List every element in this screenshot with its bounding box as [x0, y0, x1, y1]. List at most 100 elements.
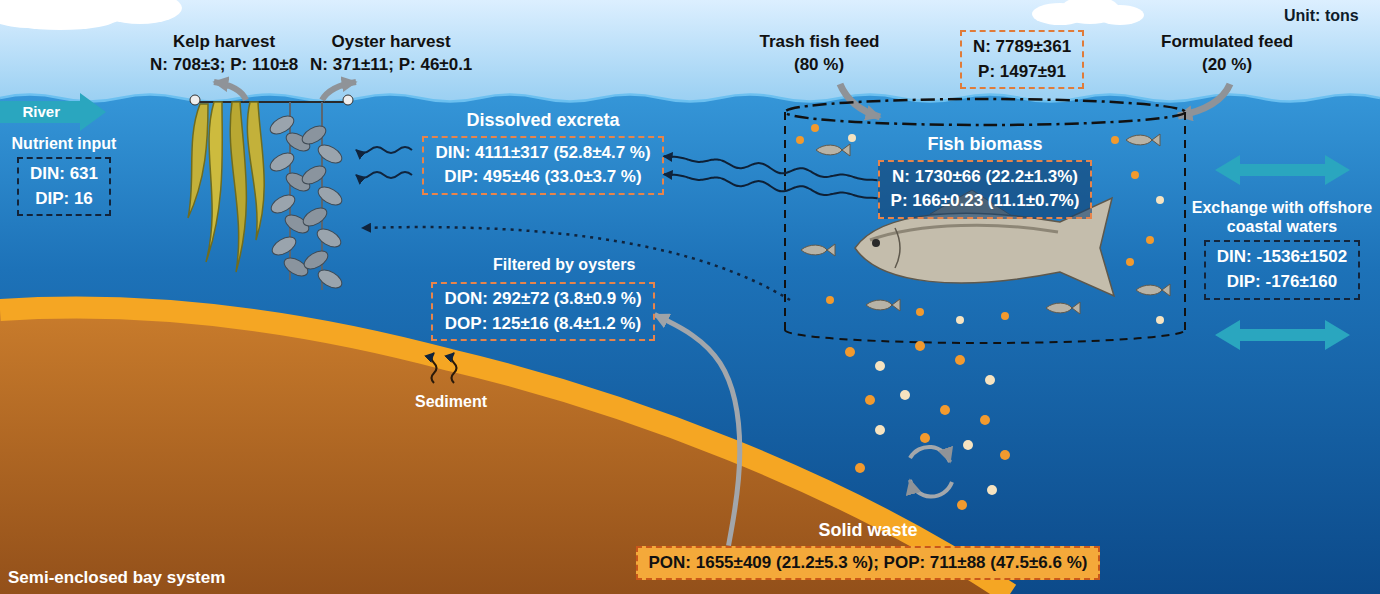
- pellet: [900, 390, 910, 400]
- feed-input-box: N: 7789±361P: 1497±91: [959, 30, 1085, 89]
- sediment-squiggle: [432, 353, 437, 383]
- pellet: [955, 355, 965, 365]
- small-fish: [801, 244, 835, 256]
- box-heading: Nutrient input: [11, 134, 117, 153]
- pellet: [980, 415, 990, 425]
- pellet: [848, 134, 856, 142]
- value-text: DIP: 16: [30, 187, 98, 212]
- buoy: [190, 95, 200, 105]
- water-surface: [0, 95, 1380, 102]
- uptake-squiggle: [356, 172, 412, 178]
- harvest-value: N: 708±3; P: 110±8: [150, 55, 300, 75]
- fish-eye: [872, 239, 880, 247]
- feed-share: (80 %): [794, 55, 846, 75]
- fish-cage: [785, 99, 1185, 343]
- process-label: Filtered by oysters: [493, 255, 637, 274]
- pellet: [826, 296, 834, 304]
- value-text: DIN: 4111±317 (52.8±4.7 %): [435, 141, 650, 166]
- cloud: [1096, 5, 1144, 25]
- kelp-blade: [247, 102, 264, 240]
- kelp-blade: [230, 102, 246, 272]
- kelp-illustration: [188, 102, 264, 272]
- pellet: [963, 440, 973, 450]
- oyster-shell: [314, 225, 344, 250]
- pellet: [845, 347, 855, 357]
- excretion-squiggle-arrow: [664, 156, 878, 198]
- sea-water: [0, 95, 1380, 594]
- unit-note: Unit: tons: [1284, 6, 1360, 25]
- dashed-box: DON: 292±72 (3.8±0.9 %)DOP: 125±16 (8.4±…: [431, 282, 654, 341]
- value-text: P: 166±0.23 (11.1±0.7%): [891, 189, 1080, 214]
- uptake-squiggle: [356, 147, 412, 153]
- cage-bottom: [785, 330, 1185, 343]
- oyster-shell: [268, 191, 298, 216]
- feed-pellets: [796, 124, 1164, 510]
- sediment-label: Sediment: [415, 392, 489, 411]
- kelp-blade: [206, 102, 222, 262]
- connector-path: [664, 156, 878, 180]
- value-text: DOP: 125±16 (8.4±1.2 %): [444, 312, 641, 337]
- pellet: [956, 316, 964, 324]
- oyster-shell: [315, 183, 345, 208]
- oyster-shell: [299, 122, 329, 147]
- system-label: Semi-enclosed bay system: [8, 568, 227, 588]
- pellet: [920, 433, 930, 443]
- pellet: [940, 405, 950, 415]
- box-heading: Solid waste: [635, 520, 1101, 542]
- fish-gill: [895, 228, 900, 268]
- sky: [0, 0, 1380, 120]
- cage-rim: [785, 99, 1185, 125]
- oyster-shell: [300, 204, 330, 229]
- pellet: [1146, 236, 1154, 244]
- connector-path: [655, 315, 740, 546]
- fish-illustration: [801, 134, 1170, 314]
- pellet: [1000, 450, 1010, 460]
- oyster-shell: [301, 247, 331, 272]
- value-text: DON: 292±72 (3.8±0.9 %): [444, 287, 641, 312]
- solid-waste-box: Solid wastePON: 1655±409 (21.2±5.3 %); P…: [635, 520, 1101, 580]
- small-fish: [1136, 284, 1170, 296]
- box-heading: Exchange with offshore coastal waters: [1190, 198, 1375, 236]
- feed-arrow: [1178, 84, 1230, 116]
- pellet: [1156, 316, 1164, 324]
- dissolved-excreta-box: Dissolved excretaDIN: 4111±317 (52.8±4.7…: [422, 110, 665, 195]
- fish-biomass-box: Fish biomass N: 1730±66 (22.2±1.3%)P: 166…: [877, 134, 1093, 219]
- exchange-arrow: [1215, 155, 1350, 185]
- kelp-blade: [188, 104, 208, 218]
- exchange-arrow: [1215, 320, 1350, 350]
- small-fish: [1046, 302, 1080, 314]
- oyster-shell: [267, 149, 297, 174]
- dashed-box: N: 1730±66 (22.2±1.3%)P: 166±0.23 (11.1±…: [878, 160, 1093, 219]
- oyster-shell: [315, 266, 345, 291]
- box-heading: Dissolved excreta: [422, 110, 665, 132]
- feed-label: Formulated feed: [1161, 32, 1295, 52]
- box-heading: Fish biomass: [877, 134, 1093, 156]
- pellet: [865, 395, 875, 405]
- pellet: [875, 425, 885, 435]
- small-fish: [1126, 134, 1160, 146]
- pellet: [957, 500, 967, 510]
- pellet: [855, 463, 865, 473]
- connector-path: [664, 174, 878, 198]
- value-text: P: 1497±91: [973, 60, 1071, 85]
- pellet: [916, 308, 924, 316]
- cage-net: [784, 112, 786, 330]
- pellet: [1001, 312, 1009, 320]
- nutrient-input-box: Nutrient inputDIN: 631DIP: 16: [11, 134, 117, 216]
- clouds: [0, 0, 1144, 30]
- dissolved-organic-box: DON: 292±72 (3.8±0.9 %)DOP: 125±16 (8.4±…: [431, 282, 656, 341]
- dashed-box: PON: 1655±409 (21.2±5.3 %); POP: 711±88 …: [636, 546, 1101, 581]
- harvest-arrow: [214, 82, 246, 100]
- pellet: [1131, 171, 1139, 179]
- pellet: [1111, 136, 1119, 144]
- small-fish: [816, 144, 850, 156]
- oyster-shell: [315, 141, 345, 166]
- dashed-box: DIN: 4111±317 (52.8±4.7 %)DIP: 495±46 (3…: [422, 136, 663, 195]
- dashed-box: N: 7789±361P: 1497±91: [960, 30, 1084, 89]
- value-text: PON: 1655±409 (21.2±5.3 %); POP: 711±88 …: [649, 551, 1088, 576]
- value-text: N: 1730±66 (22.2±1.3%): [891, 165, 1080, 190]
- oyster-illustration: [267, 102, 345, 292]
- oyster-shell: [299, 162, 329, 187]
- pellet: [796, 136, 804, 144]
- value-text: N: 7789±361: [973, 35, 1071, 60]
